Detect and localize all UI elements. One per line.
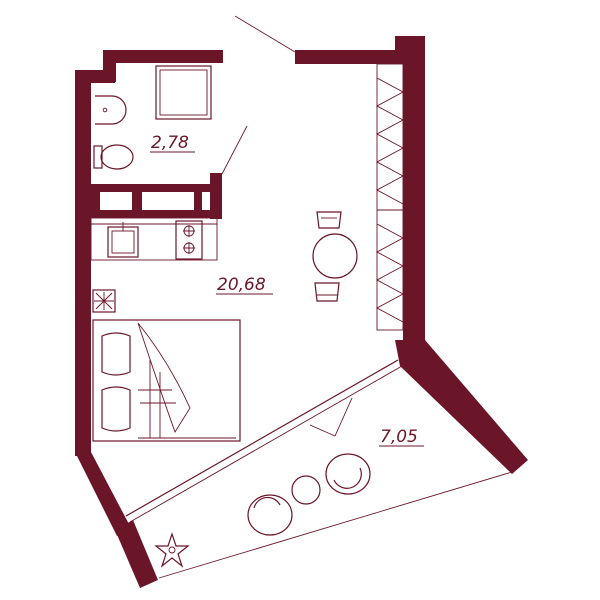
bathroom-door-swing (221, 125, 248, 175)
stove-icon (175, 220, 203, 260)
svg-text:20,68: 20,68 (217, 275, 266, 295)
side-table-icon (291, 475, 321, 505)
svg-text:2,78: 2,78 (151, 133, 189, 153)
svg-text:7,05: 7,05 (380, 427, 418, 447)
lounge-chair-icon (247, 494, 293, 536)
area-label-bathroom: 2,78 (150, 133, 195, 153)
kitchen-counter (90, 217, 218, 261)
plant-icon (154, 532, 190, 568)
pillow-icon (101, 386, 131, 432)
pillow-icon (101, 332, 131, 376)
entrance-door-swing (234, 15, 296, 53)
bathtub-icon (155, 65, 212, 120)
walls (75, 36, 528, 588)
lounge-chair-icon (325, 453, 371, 495)
sink-icon (95, 95, 127, 125)
area-label-balcony: 7,05 (379, 427, 424, 447)
doors (221, 15, 296, 175)
toilet-icon (93, 144, 134, 170)
chair-icon (314, 282, 340, 302)
dining-table-icon (312, 233, 358, 279)
wardrobe-icon (376, 63, 404, 331)
area-label-living: 20,68 (216, 275, 273, 295)
plant-icon (92, 289, 116, 313)
chair-icon (316, 211, 342, 229)
balcony-partition (125, 359, 513, 579)
kitchen-sink-icon (107, 222, 139, 258)
bed-icon (92, 319, 241, 442)
